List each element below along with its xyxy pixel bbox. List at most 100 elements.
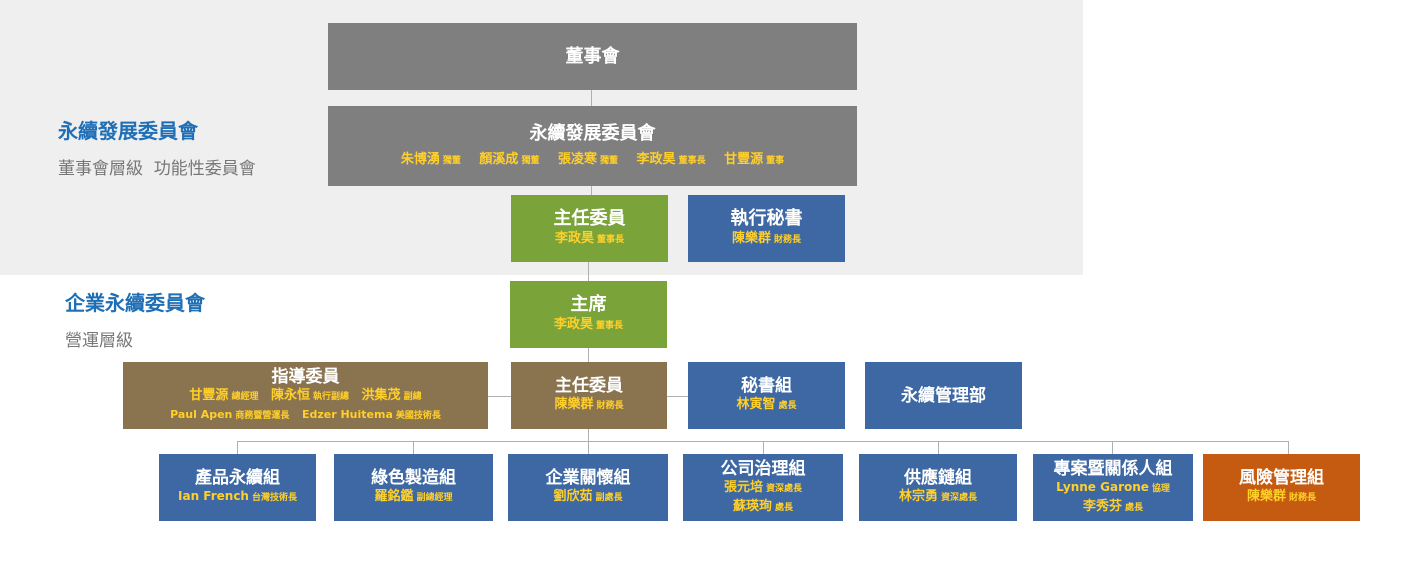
member-name: 陳永恒 <box>270 387 310 403</box>
connector-sdc-chief <box>591 186 592 195</box>
connector-group-6 <box>1112 441 1113 454</box>
person-role: 處長 <box>1125 502 1144 513</box>
person-name: 陳樂群 <box>1246 489 1286 504</box>
group-person: 張元培資深處長 <box>724 479 802 498</box>
advisory-members-title: 指導委員 <box>271 366 340 387</box>
person-name: 林宗勇 <box>898 489 938 504</box>
executive-secretary-box: 執行秘書 陳樂群財務長 <box>688 195 845 262</box>
group-corporate-care: 企業關懷組 劉欣茹副處長 <box>508 454 668 521</box>
member-name: 張凌寒 <box>557 151 597 167</box>
sustainability-dept-box: 永續管理部 <box>865 362 1022 429</box>
group-green-manufacturing: 綠色製造組 羅銘鑑副總經理 <box>334 454 493 521</box>
sustainability-committee-members: 朱博湧獨董 顏溪成獨董 張凌寒獨董 李政昊董事長 甘豐源董事 <box>401 151 784 170</box>
person-name: 李秀芬 <box>1082 498 1122 514</box>
group-supply-chain: 供應鏈組 林宗勇資深處長 <box>859 454 1017 521</box>
person-role: 財務長 <box>774 235 802 245</box>
group-title: 專案暨關係人組 <box>1053 458 1173 479</box>
person-role: 財務長 <box>596 401 624 411</box>
secretariat-person: 林寅智處長 <box>736 396 796 415</box>
person-name: 李政昊 <box>554 231 594 246</box>
person-role: 協理 <box>1151 483 1170 494</box>
member-role: 獨董 <box>600 155 619 166</box>
committee-chief-person: 李政昊董事長 <box>555 230 624 249</box>
executive-chief-box: 主任委員 陳樂群財務長 <box>511 362 667 429</box>
connector-exec-groups <box>588 429 589 441</box>
connector-groups-bar <box>237 441 1288 442</box>
chair-box: 主席 李政昊董事長 <box>510 281 667 348</box>
secretariat-title: 秘書組 <box>741 376 792 396</box>
connector-group-4 <box>763 441 764 454</box>
person-role: 財務長 <box>1289 493 1317 503</box>
group-title: 風險管理組 <box>1239 468 1324 488</box>
connector-chair-exec <box>588 348 589 362</box>
member-name: Paul Apen <box>170 407 233 421</box>
member-role: 美國技術長 <box>395 410 441 421</box>
connector-group-3 <box>588 441 589 454</box>
group-person: 劉欣茹副處長 <box>553 488 622 507</box>
group-title: 產品永續組 <box>195 468 280 488</box>
sustainability-committee-box: 永續發展委員會 朱博湧獨董 顏溪成獨董 張凌寒獨董 李政昊董事長 甘豐源董事 <box>328 106 857 186</box>
connector-chief-chair <box>588 262 589 281</box>
person-role: 資深處長 <box>766 483 803 494</box>
board-of-directors-box: 董事會 <box>328 23 857 90</box>
member-role: 副總 <box>403 391 422 402</box>
group-person: 陳樂群財務長 <box>1247 488 1316 507</box>
executive-secretary-title: 執行秘書 <box>730 208 803 229</box>
member-name: 朱博湧 <box>400 151 440 167</box>
chair-title: 主席 <box>570 294 607 315</box>
member-role: 董事長 <box>678 155 706 166</box>
advisory-members-line-1: 甘豐源總經理 陳永恒執行副總 洪集茂副總 <box>189 387 421 406</box>
group-person: 蘇瑛珣處長 <box>733 498 793 517</box>
group-person: 林宗勇資深處長 <box>899 488 977 507</box>
executive-secretary-person: 陳樂群財務長 <box>732 230 801 249</box>
member-name: 甘豐源 <box>724 151 764 167</box>
member-name: 甘豐源 <box>189 387 229 403</box>
member-role: 商務暨營運長 <box>235 410 290 421</box>
person-name: 李政昊 <box>553 317 593 332</box>
member-name: 李政昊 <box>636 151 676 167</box>
person-name: 蘇瑛珣 <box>732 498 772 514</box>
group-title: 供應鏈組 <box>904 468 972 488</box>
person-role: 處長 <box>775 502 794 513</box>
sustainability-dept-title: 永續管理部 <box>901 385 986 406</box>
committee-chief-box: 主任委員 李政昊董事長 <box>511 195 668 262</box>
group-title: 公司治理組 <box>720 458 806 479</box>
group-title: 企業關懷組 <box>545 468 631 488</box>
connector-group-7 <box>1288 441 1289 454</box>
person-role: 董事長 <box>596 321 624 331</box>
member-role: 總經理 <box>231 391 259 402</box>
person-role: 董事長 <box>597 235 625 245</box>
member-role: 獨董 <box>521 155 540 166</box>
board-title: 董事會 <box>565 45 620 67</box>
person-role: 副總經理 <box>416 493 453 503</box>
board-level-subtitle: 董事會層級 功能性委員會 <box>58 159 256 179</box>
chair-person: 李政昊董事長 <box>554 316 623 335</box>
member-name: 顏溪成 <box>479 151 519 167</box>
connector-group-1 <box>237 441 238 454</box>
person-name: 張元培 <box>723 479 763 495</box>
member-name: 洪集茂 <box>361 387 401 403</box>
member-role: 獨董 <box>442 155 461 166</box>
person-role: 台灣技術長 <box>251 493 297 503</box>
group-title: 綠色製造組 <box>371 468 456 488</box>
group-person: 羅銘鑑副總經理 <box>374 488 452 507</box>
person-role: 處長 <box>778 401 797 411</box>
person-name: 劉欣茹 <box>553 489 593 504</box>
person-name: Ian French <box>178 489 249 503</box>
person-name: 羅銘鑑 <box>374 489 414 504</box>
group-corporate-governance: 公司治理組 張元培資深處長 蘇瑛珣處長 <box>683 454 843 521</box>
person-role: 資深處長 <box>941 493 978 503</box>
connector-advisor-exec <box>488 396 511 397</box>
member-name: Edzer Huitema <box>301 407 393 421</box>
group-risk-management: 風險管理組 陳樂群財務長 <box>1203 454 1360 521</box>
member-role: 董事 <box>766 155 785 166</box>
person-role: 副處長 <box>595 493 623 503</box>
connector-group-2 <box>413 441 414 454</box>
person-name: Lynne Garone <box>1056 479 1149 494</box>
committee-chief-title: 主任委員 <box>553 208 626 229</box>
